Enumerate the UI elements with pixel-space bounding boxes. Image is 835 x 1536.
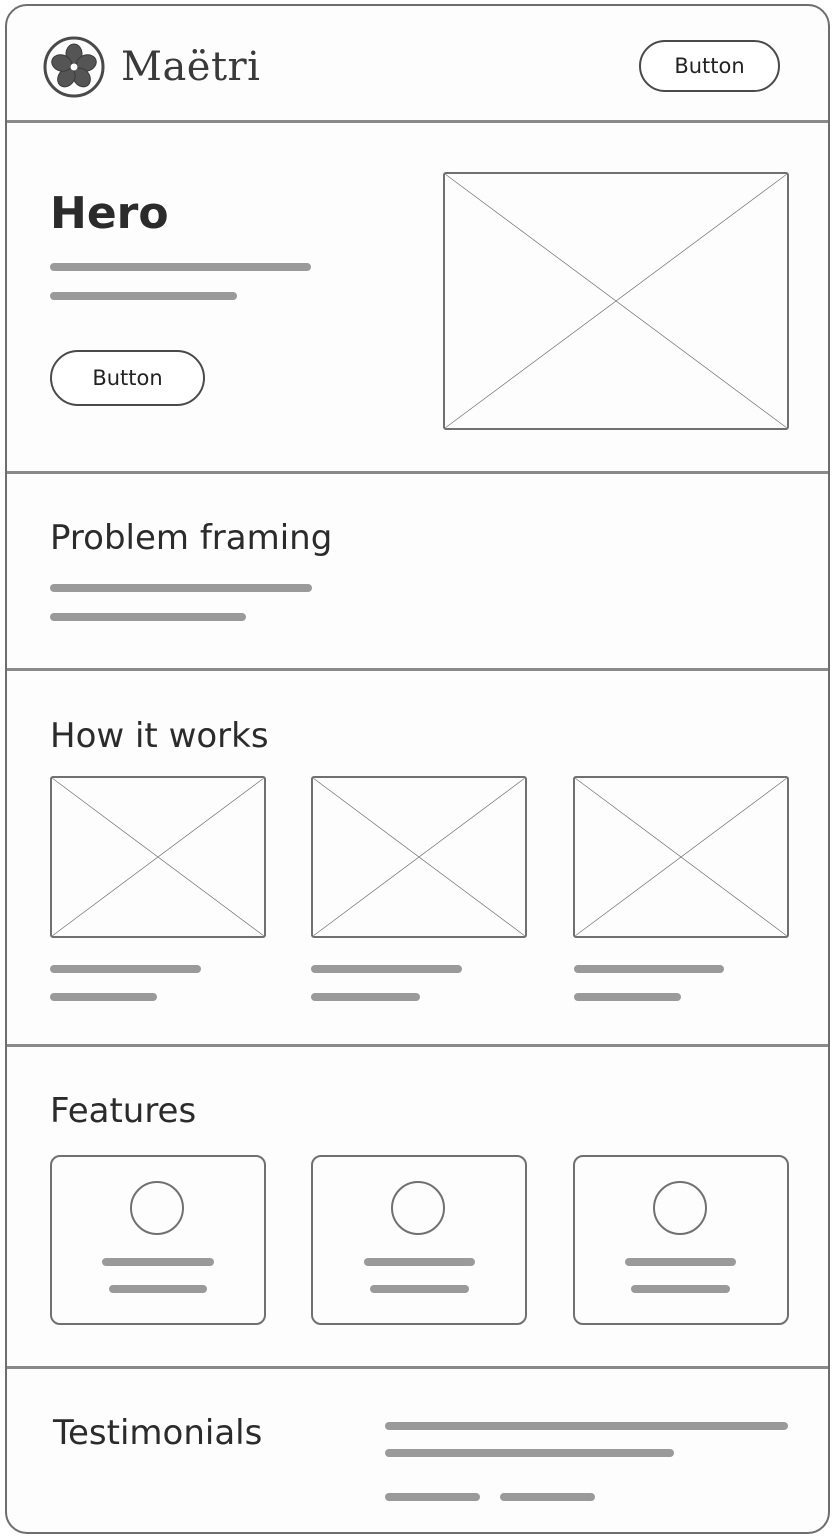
text-placeholder-line [311, 993, 420, 1001]
hero-image-placeholder [443, 172, 789, 430]
text-placeholder-line [574, 993, 681, 1001]
text-placeholder-line [50, 965, 201, 973]
feature-icon-placeholder [391, 1181, 445, 1235]
text-placeholder-line [370, 1285, 469, 1293]
step-image-placeholder [311, 776, 527, 938]
hero-title: Hero [50, 188, 169, 239]
text-placeholder-line [385, 1449, 674, 1457]
text-placeholder-line [102, 1258, 214, 1266]
problem-title: Problem framing [50, 518, 333, 558]
flower-icon [43, 36, 105, 98]
text-placeholder-line [50, 263, 311, 271]
divider [7, 120, 828, 123]
text-placeholder-line [385, 1422, 788, 1430]
text-placeholder-line [574, 965, 724, 973]
feature-icon-placeholder [130, 1181, 184, 1235]
feature-card [50, 1155, 266, 1325]
text-placeholder-line [385, 1493, 480, 1501]
feature-card [573, 1155, 789, 1325]
text-placeholder-line [50, 993, 157, 1001]
text-placeholder-line [50, 584, 312, 592]
text-placeholder-line [631, 1285, 730, 1293]
brand-name: Maëtri [121, 44, 261, 90]
brand[interactable]: Maëtri [43, 36, 260, 98]
header-button[interactable]: Button [639, 40, 780, 92]
text-placeholder-line [50, 613, 246, 621]
features-title: Features [50, 1091, 197, 1131]
divider [7, 668, 828, 671]
text-placeholder-line [625, 1258, 736, 1266]
feature-icon-placeholder [653, 1181, 707, 1235]
divider [7, 471, 828, 474]
divider [7, 1366, 828, 1369]
text-placeholder-line [364, 1258, 475, 1266]
divider [7, 1044, 828, 1047]
testimonials-title: Testimonials [53, 1413, 263, 1453]
text-placeholder-line [311, 965, 462, 973]
text-placeholder-line [500, 1493, 595, 1501]
text-placeholder-line [50, 292, 237, 300]
how-it-works-title: How it works [50, 716, 269, 756]
feature-card [311, 1155, 527, 1325]
step-image-placeholder [573, 776, 789, 938]
step-image-placeholder [50, 776, 266, 938]
text-placeholder-line [109, 1285, 207, 1293]
page-frame: Maëtri Button Hero Button Problem framin… [5, 4, 830, 1534]
hero-button[interactable]: Button [50, 350, 205, 406]
